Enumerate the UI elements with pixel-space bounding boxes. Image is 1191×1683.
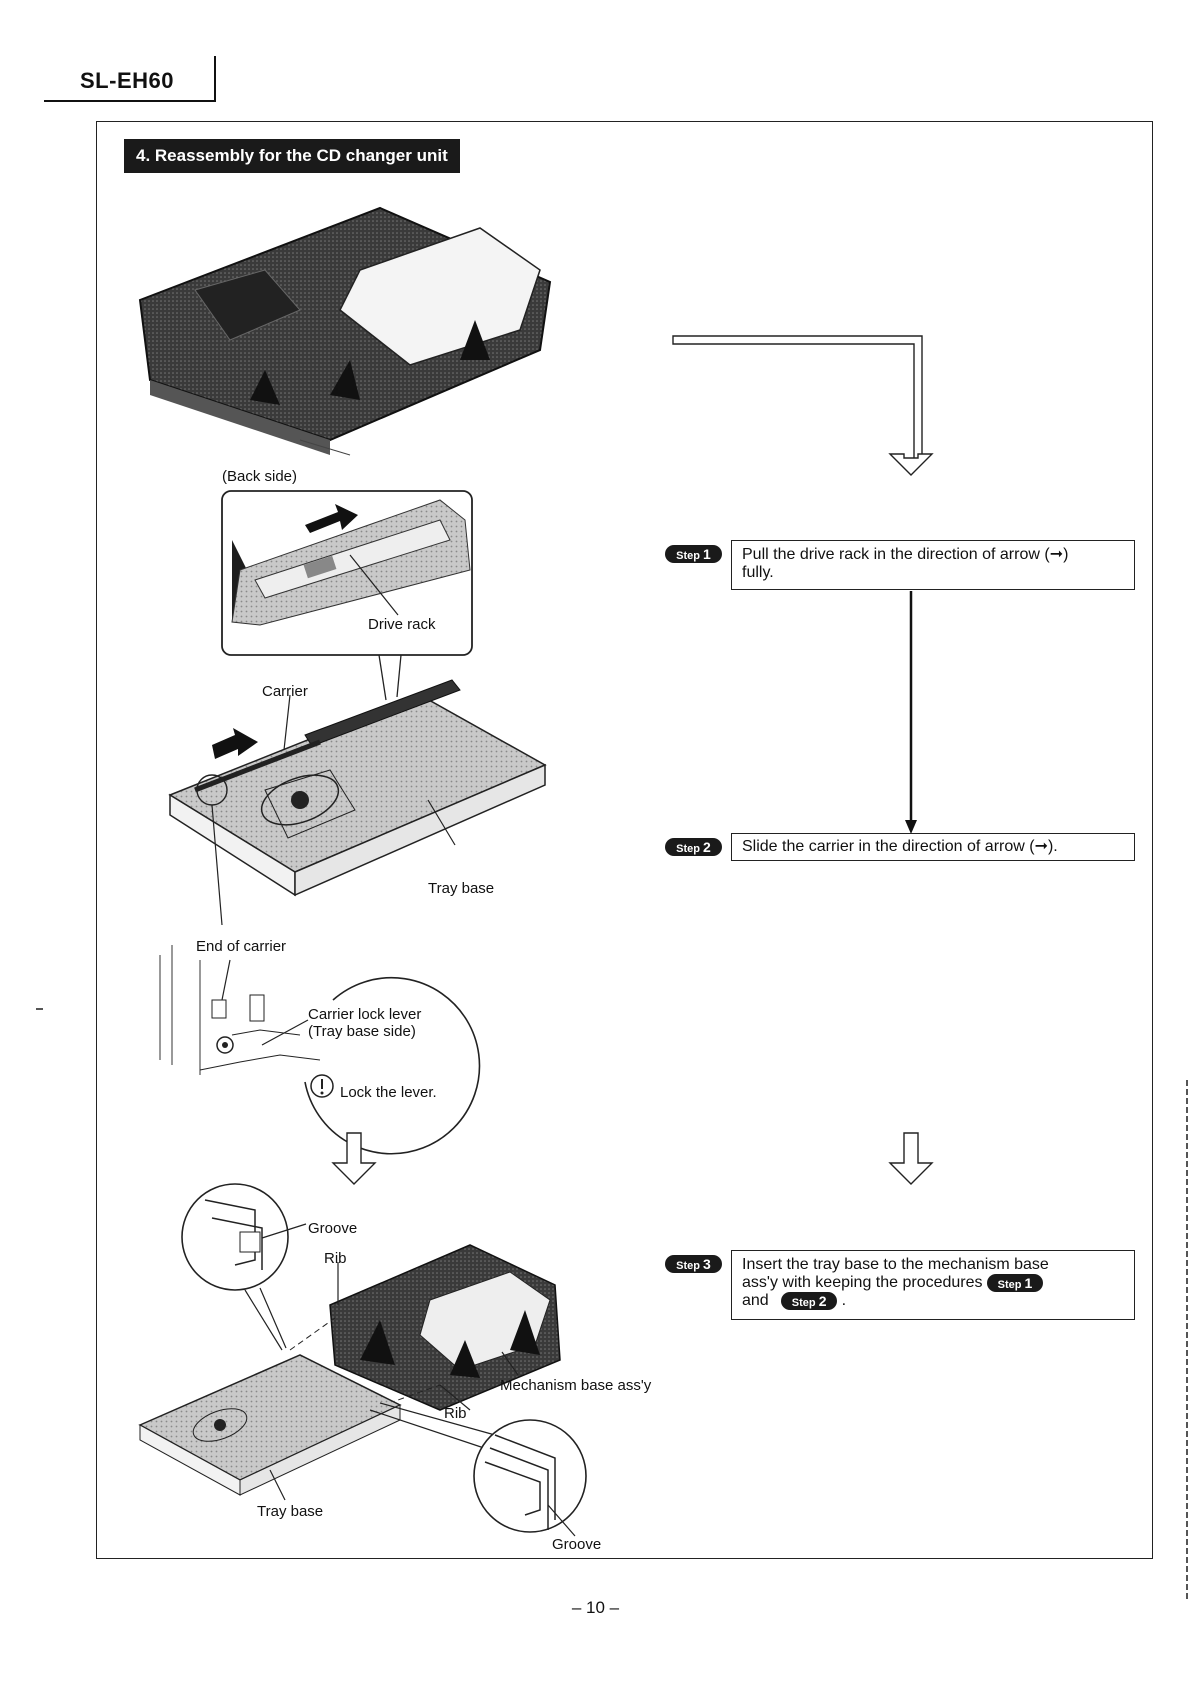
drive-rack-inset [221,490,473,656]
model-name: SL-EH60 [80,68,174,93]
step-badge-label: Step [676,843,700,855]
carrier-lock-lever-label: Carrier lock lever [308,1006,422,1023]
tray-base-drawing [168,679,547,897]
scan-artifact [36,1008,43,1010]
drive-rack-label: Drive rack [368,616,436,633]
step-3-text-and: and [742,1292,769,1310]
step-badge-number: 1 [1024,1275,1033,1291]
lock-lever-note: Lock the lever. [340,1084,437,1101]
arrow-down-icon [888,1132,934,1185]
tray-base-side-label: (Tray base side) [308,1023,416,1040]
step-1-reference-badge: Step 1 [986,1274,1043,1292]
page-number: – 10 – [571,1598,620,1617]
step-3-instruction: Insert the tray base to the mechanism ba… [731,1250,1135,1320]
step-badge-label: Step [791,1297,816,1310]
step-badge-number: 3 [703,1256,711,1272]
groove-label-top: Groove [308,1220,358,1237]
step-3-text-line2: ass'y with keeping the procedures Step 1 [742,1274,1124,1292]
flow-connector [672,335,923,461]
step-badge-number: 2 [818,1293,827,1310]
header-rule [44,100,215,102]
step-badge-number: 1 [703,546,711,562]
carrier-label: Carrier [262,683,308,700]
step-3-text-end: . [841,1292,847,1310]
scan-edge-marks [1186,1080,1188,1600]
step-3-text-line3: and Step 2 . [742,1292,1124,1311]
step-badge-label: Step [997,1279,1022,1291]
tray-base-label: Tray base [428,880,495,897]
arrow-down-icon [905,820,917,834]
section-title: 4. Reassembly for the CD changer unit [124,139,460,173]
tray-base-label-bottom: Tray base [257,1503,324,1520]
assembly-drawing [138,1183,587,1537]
step-1-instruction: Pull the drive rack in the direction of … [731,540,1135,590]
mechanism-base-label: Mechanism base ass'y [500,1377,652,1394]
header-rule-vertical [214,56,216,102]
step-2-text: Slide the carrier in the direction of ar… [742,838,1058,855]
end-of-carrier-label: End of carrier [196,938,287,955]
carrier-lock-detail [159,804,481,1155]
groove-label-bottom: Groove [552,1536,602,1553]
step-2-badge: Step 2 [665,838,722,856]
rib-label-bottom: Rib [444,1405,467,1422]
arrow-down-icon [331,1132,377,1185]
mechanism-photo-top [138,206,552,456]
step-badge-label: Step [676,1260,700,1272]
step-2-instruction: Slide the carrier in the direction of ar… [731,833,1135,861]
back-side-label: (Back side) [222,468,298,485]
step-1-text: Pull the drive rack in the direction of … [742,546,1069,563]
step-badge-number: 2 [703,839,711,855]
step-2-reference-badge: Step 2 [781,1292,838,1311]
step-1-badge: Step 1 [665,545,722,563]
step-1-text-line2: fully. [742,564,774,581]
step-3-text-procedures: ass'y with keeping the procedures [742,1274,983,1292]
content-frame [96,121,1153,1559]
arrow-down-icon [888,453,934,476]
rib-label-top: Rib [324,1250,347,1267]
step-3-text: Insert the tray base to the mechanism ba… [742,1256,1049,1273]
step-badge-label: Step [676,550,700,562]
caution-icon [310,1074,334,1098]
step-3-badge: Step 3 [665,1255,722,1273]
